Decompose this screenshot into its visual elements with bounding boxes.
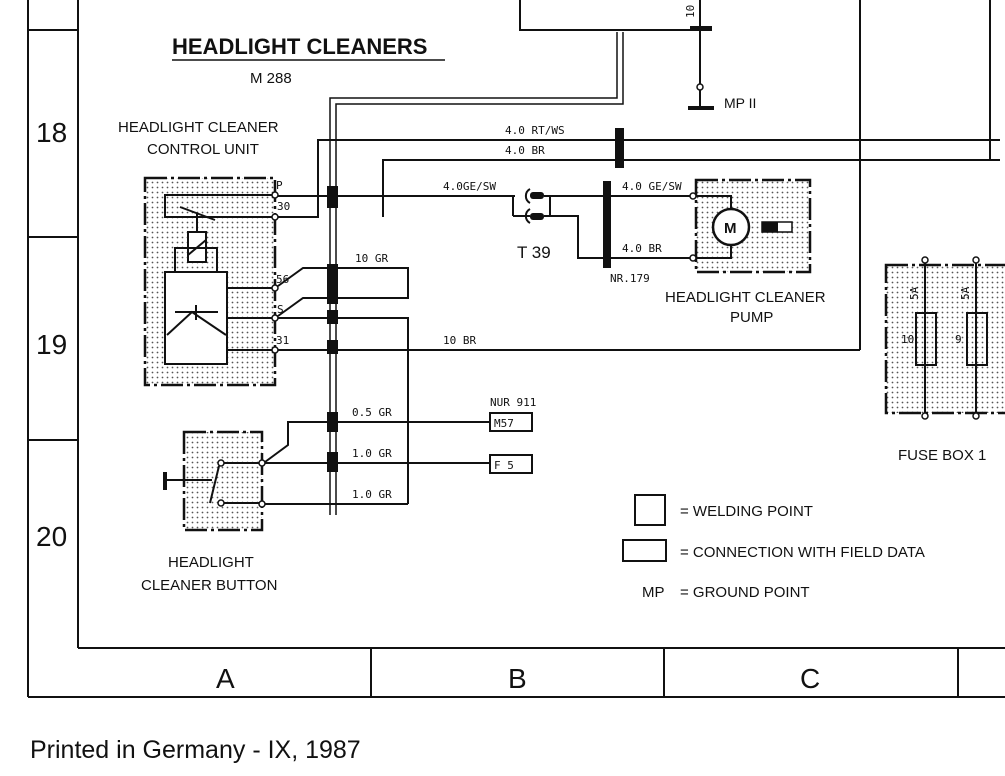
wire-label-br-top: 4.0 BR (505, 144, 545, 157)
field-f5-label: F 5 (494, 459, 514, 472)
page-title: HEADLIGHT CLEANERS (172, 34, 427, 59)
terminal-p: P (276, 179, 283, 192)
wire-label-br-pump: 4.0 BR (622, 242, 662, 255)
legend: = WELDING POINT = CONNECTION WITH FIELD … (622, 494, 925, 601)
headlight-cleaner-control-unit (143, 176, 279, 387)
column-label-a: A (216, 663, 235, 694)
control-unit-label-line2: CONTROL UNIT (147, 141, 259, 158)
button-label-line1: HEADLIGHT (168, 554, 254, 571)
wire-label-top: 10 (684, 5, 697, 18)
svg-text:MP: MP (642, 584, 665, 601)
frame (27, 0, 1005, 698)
welding-point-symbol (634, 494, 666, 526)
welding-point-ref: NR.179 (610, 272, 650, 285)
pump-label-line2: PUMP (730, 309, 773, 326)
column-label-c: C (800, 663, 820, 694)
motor-icon (711, 207, 751, 247)
field-m57-note: NUR 911 (490, 396, 536, 409)
control-unit-label-line1: HEADLIGHT CLEANER (118, 119, 279, 136)
svg-text:= CONNECTION WITH FIELD DATA: = CONNECTION WITH FIELD DATA (680, 544, 925, 561)
fuse-box-label: FUSE BOX 1 (898, 447, 986, 464)
connector-t39 (512, 188, 551, 224)
terminal-s: S (277, 303, 284, 316)
wire-label-ge-sw-right: 4.0 GE/SW (622, 180, 682, 193)
fuse-box (884, 256, 1005, 420)
fuse-9-rating: 5A (959, 286, 972, 300)
fuse-10-number: 10 (901, 333, 914, 346)
wire-label-gr-56: 10 GR (355, 252, 388, 265)
wire-label-rt-ws: 4.0 RT/WS (505, 124, 565, 137)
row-label-19: 19 (36, 329, 67, 360)
field-m57-label: M57 (494, 417, 514, 430)
svg-text:= WELDING POINT: = WELDING POINT (680, 503, 813, 520)
terminal-31: 31 (276, 334, 289, 347)
field-connection-symbol (622, 539, 667, 562)
fuse-10-rating: 5A (908, 286, 921, 300)
terminal-56: 56 (276, 273, 289, 286)
column-label-b: B (508, 663, 527, 694)
row-label-20: 20 (36, 521, 67, 552)
wire-label-gr-m57: 0.5 GR (352, 406, 392, 419)
row-label-18: 18 (36, 117, 67, 148)
headlight-cleaner-pump: M (689, 178, 812, 274)
button-label-line2: CLEANER BUTTON (141, 577, 277, 594)
wire-label-ge-sw-left: 4.0GE/SW (443, 180, 496, 193)
wire-label-gr-f5: 1.0 GR (352, 447, 392, 460)
connector-label: T 39 (517, 243, 551, 262)
svg-text:M: M (724, 220, 737, 237)
footer-print-note: Printed in Germany - IX, 1987 (30, 736, 361, 764)
ground-point-label: MP II (724, 95, 756, 111)
fuse-9-number: 9 (955, 333, 962, 346)
wire-label-gr-bottom: 1.0 GR (352, 488, 392, 501)
svg-text:= GROUND POINT: = GROUND POINT (680, 584, 810, 601)
terminal-30: 30 (277, 200, 290, 213)
headlight-cleaner-button (163, 430, 266, 532)
subtitle: M 288 (250, 70, 292, 87)
pump-label-line1: HEADLIGHT CLEANER (665, 289, 826, 306)
wire-label-br-31: 10 BR (443, 334, 476, 347)
